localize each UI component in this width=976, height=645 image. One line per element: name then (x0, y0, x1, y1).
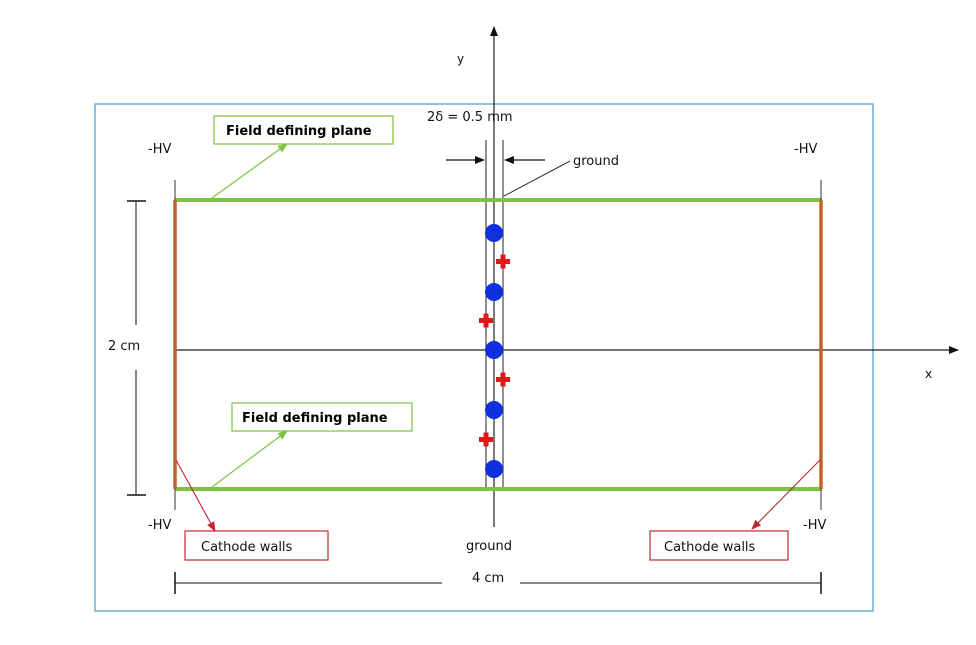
cathode-right-label: Cathode walls (664, 540, 756, 555)
gap-width-label: 2δ = 0.5 mm (427, 110, 513, 125)
cathode-left-arrow (175, 459, 216, 532)
field-plane-bottom-label: Field defining plane (242, 411, 388, 426)
height-dim-label: 2 cm (108, 339, 140, 354)
ground-bottom-label: ground (466, 539, 512, 554)
electron-dot (485, 460, 503, 478)
y-axis-label: y (457, 52, 464, 66)
electron-dot (485, 341, 503, 359)
field-plane-top-label: Field defining plane (226, 124, 372, 139)
positive-ion-icon (496, 254, 510, 269)
x-axis-label: x (925, 367, 932, 381)
electron-dot (485, 401, 503, 419)
cathode-right-arrow (751, 459, 821, 530)
positive-ion-icon (496, 372, 510, 387)
electron-dot (485, 283, 503, 301)
hv-label-top-right: -HV (794, 142, 817, 157)
field-plane-top-box (213, 115, 394, 145)
field-plane-bottom-box (231, 402, 413, 432)
electron-dot (485, 224, 503, 242)
ground-callout-line (503, 160, 571, 197)
cathode-left-label: Cathode walls (201, 540, 293, 555)
field-plane-top-arrow (211, 143, 288, 199)
cathode-left-box (184, 530, 329, 561)
ground-top-label: ground (573, 154, 619, 169)
hv-label-top-left: -HV (148, 142, 171, 157)
width-dim-label: 4 cm (472, 571, 504, 586)
hv-label-bottom-left: -HV (148, 518, 171, 533)
cathode-right-box (649, 530, 789, 561)
field-plane-bottom-arrow (211, 430, 288, 488)
positive-ion-icon (479, 432, 493, 447)
hv-label-bottom-right: -HV (803, 518, 826, 533)
positive-ion-icon (479, 313, 493, 328)
diagram-frame (94, 103, 874, 612)
